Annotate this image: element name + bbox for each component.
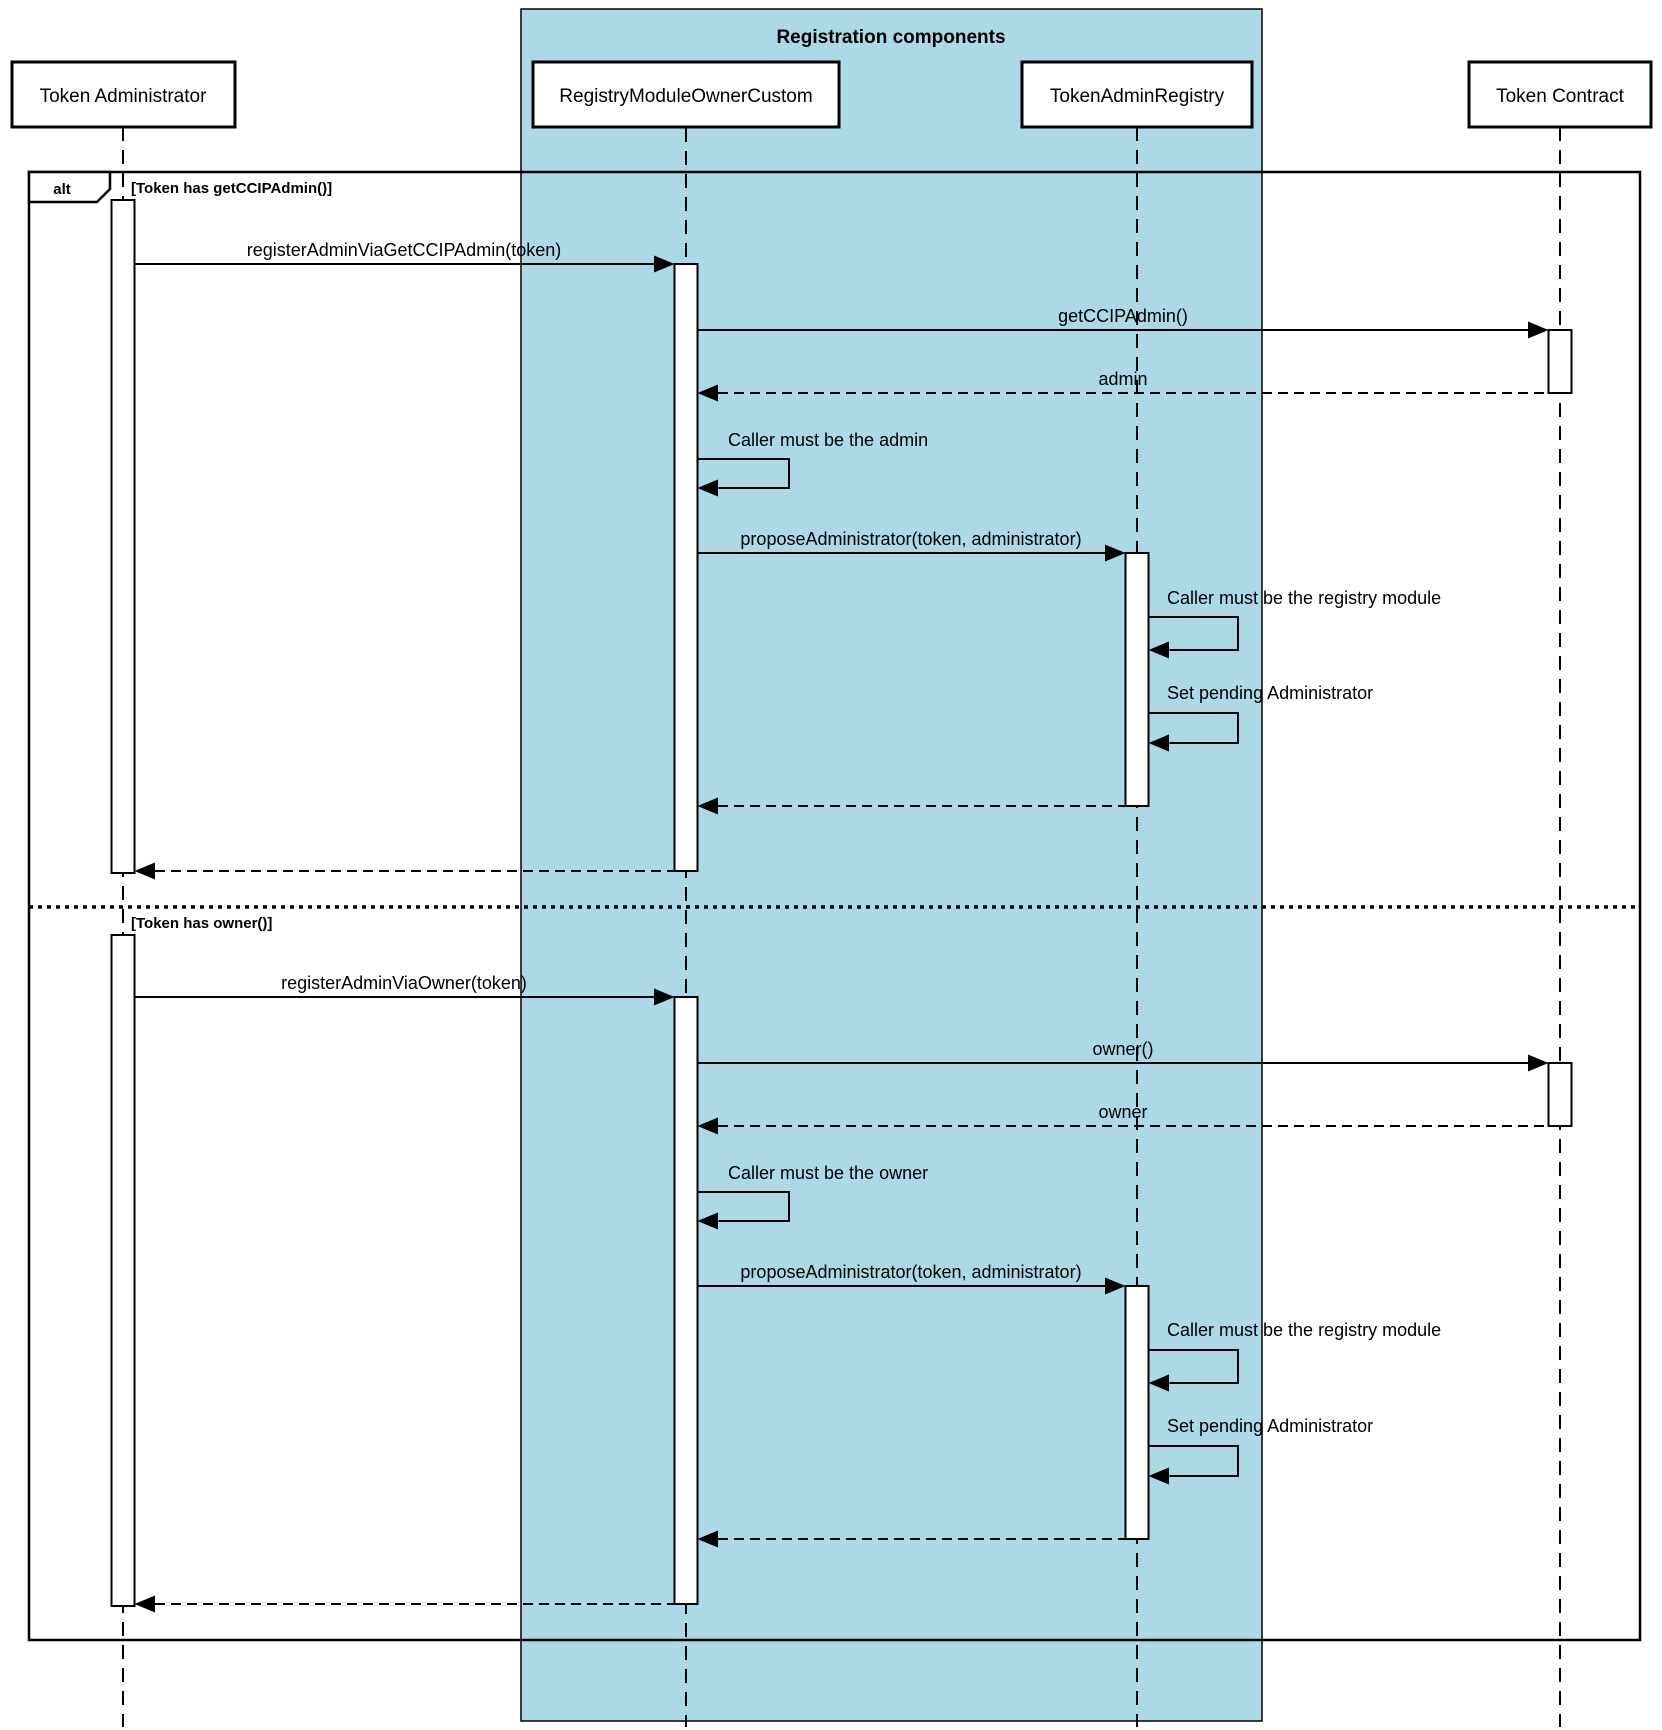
message-register-admin-via-owner: registerAdminViaOwner(token) [134,973,675,1006]
arrowhead-left-icon [697,797,718,815]
arrowhead-right-icon [1105,1277,1126,1295]
arrowhead-left-icon [1148,734,1169,752]
message-label: owner() [1092,1039,1153,1059]
alt-frame: alt [Token has getCCIPAdmin()] [Token ha… [27,170,1642,1642]
self-message-loop [697,458,790,489]
message-label: Caller must be the admin [728,430,928,450]
participant-token-contract: Token Contract [1467,60,1653,129]
arrowhead-right-icon [654,988,675,1006]
alt-guard-1: [Token has getCCIPAdmin()] [131,180,332,197]
participant-token-admin-registry: TokenAdminRegistry [1020,60,1254,129]
section-2-messages: registerAdminViaOwner(token) owner() own… [134,973,1549,1613]
arrowhead-right-icon [1528,321,1549,339]
message-return-owner: owner [697,1102,1549,1135]
section-1-messages: registerAdminViaGetCCIPAdmin(token) getC… [134,240,1549,880]
message-owner-call: owner() [697,1039,1549,1072]
arrowhead-left-icon [1148,1374,1169,1392]
self-message-loop [1148,1445,1239,1477]
registration-components-container: Registration components [520,8,1263,1722]
message-propose-administrator: proposeAdministrator(token, administrato… [697,529,1126,562]
arrowhead-left-icon [134,862,155,880]
message-return-admin: admin [697,369,1549,402]
self-message-loop [1148,616,1239,651]
activation-token-contract-2 [1547,1062,1573,1127]
participant-label: TokenAdminRegistry [1050,86,1225,107]
participant-label: Token Administrator [40,86,208,107]
alt-guard-2: [Token has owner()] [131,915,272,932]
arrowhead-left-icon [697,1212,718,1230]
participants-row: Token Administrator RegistryModuleOwnerC… [10,60,1653,129]
arrowhead-left-icon [697,479,718,497]
return-to-token-administrator-2 [134,1595,675,1613]
self-message-caller-must-be-admin: Caller must be the admin [697,430,928,497]
participant-box [1020,60,1254,129]
self-message-caller-must-be-registry-module: Caller must be the registry module [1148,588,1441,659]
participant-box [10,60,237,129]
participant-token-administrator: Token Administrator [10,60,237,129]
container-title: Registration components [776,27,1005,48]
self-message-loop [1148,712,1239,744]
activation-token-contract-1 [1547,329,1573,394]
self-message-set-pending-administrator: Set pending Administrator [1148,683,1373,752]
self-message-set-pending-administrator-2: Set pending Administrator [1148,1416,1373,1485]
message-label: admin [1098,369,1147,389]
message-register-admin-via-get-ccip-admin: registerAdminViaGetCCIPAdmin(token) [134,240,675,273]
activation-token-admin-registry-2 [1124,1285,1150,1540]
self-message-loop [1148,1349,1239,1384]
self-message-loop [697,1191,790,1222]
message-label: registerAdminViaOwner(token) [281,973,527,993]
arrowhead-left-icon [697,1117,718,1135]
alt-operator-label: alt [53,181,71,198]
participant-registry-module-owner-custom: RegistryModuleOwnerCustom [531,60,841,129]
self-message-caller-must-be-registry-module-2: Caller must be the registry module [1148,1320,1441,1392]
activation-token-administrator-1 [110,199,136,874]
return-to-token-administrator [134,862,675,880]
arrowhead-left-icon [1148,1467,1169,1485]
message-label: Caller must be the registry module [1167,1320,1441,1340]
arrowhead-left-icon [1148,641,1169,659]
self-message-caller-must-be-owner: Caller must be the owner [697,1163,928,1230]
arrowhead-left-icon [134,1595,155,1613]
message-label: registerAdminViaGetCCIPAdmin(token) [247,240,561,260]
activation-token-administrator-2 [110,934,136,1607]
participant-box [531,60,841,129]
message-label: Caller must be the registry module [1167,588,1441,608]
activation-registry-module-2 [673,996,699,1605]
message-label: getCCIPAdmin() [1058,306,1188,326]
message-get-ccip-admin: getCCIPAdmin() [697,306,1549,339]
message-label: Set pending Administrator [1167,683,1373,703]
arrowhead-right-icon [654,255,675,273]
participant-box [1467,60,1653,129]
message-label: owner [1098,1102,1147,1122]
participant-label: Token Contract [1496,86,1625,107]
return-to-registry-module [697,797,1126,815]
participant-label: RegistryModuleOwnerCustom [559,86,812,107]
return-to-registry-module-2 [697,1530,1126,1548]
message-label: proposeAdministrator(token, administrato… [740,1262,1081,1282]
container-background [520,8,1263,1722]
alt-operator-pentagon [27,170,112,204]
arrowhead-left-icon [697,384,718,402]
message-label: proposeAdministrator(token, administrato… [740,529,1081,549]
arrowhead-right-icon [1105,544,1126,562]
arrowhead-left-icon [697,1530,718,1548]
message-label: Set pending Administrator [1167,1416,1373,1436]
activation-registry-module-1 [673,263,699,872]
message-label: Caller must be the owner [728,1163,928,1183]
arrowhead-right-icon [1528,1054,1549,1072]
activation-token-admin-registry-1 [1124,552,1150,807]
message-propose-administrator-2: proposeAdministrator(token, administrato… [697,1262,1126,1295]
